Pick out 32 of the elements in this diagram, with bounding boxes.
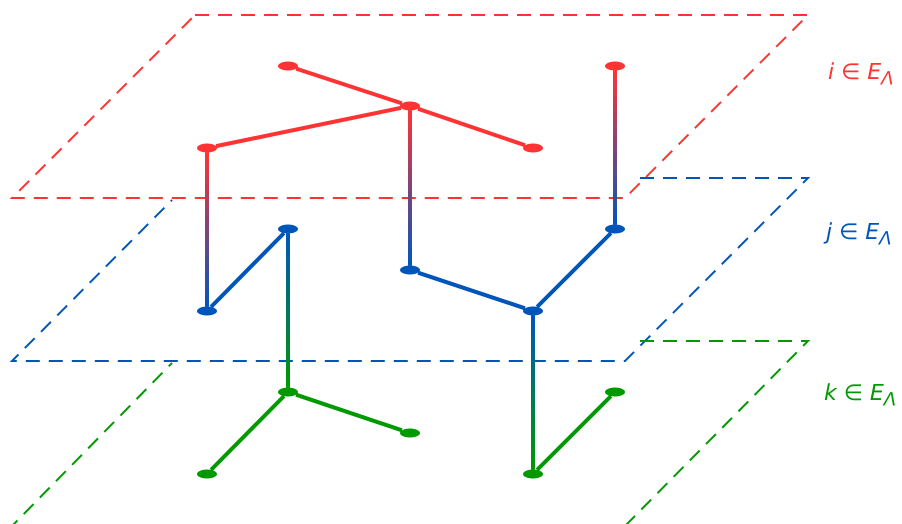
connector-line xyxy=(417,270,526,310)
vertex-dot xyxy=(278,224,298,234)
connector-line xyxy=(205,152,209,306)
connector-line xyxy=(531,316,535,470)
plane-label: i ∈ E$_{Λ}$ xyxy=(828,62,894,89)
plane-label: k ∈ E$_{Λ}$ xyxy=(824,383,896,410)
vertex-dot xyxy=(523,306,543,316)
connector-line xyxy=(417,106,526,148)
vertex-dot xyxy=(523,144,543,152)
connector-line xyxy=(536,232,612,308)
connector-line xyxy=(613,70,617,224)
connector-line xyxy=(295,392,403,432)
vertex-dot xyxy=(523,470,543,478)
connector-line xyxy=(295,66,403,106)
connector-line xyxy=(210,394,286,472)
vertex-dot xyxy=(278,62,298,70)
connector-line xyxy=(286,234,290,388)
vertex-dot xyxy=(197,144,217,152)
vertex-dot xyxy=(197,306,217,316)
vertex-dot xyxy=(400,102,420,110)
vertex-dot xyxy=(400,266,420,274)
connector-line xyxy=(216,106,402,148)
vertex-dot xyxy=(278,388,298,396)
connector-line xyxy=(210,232,286,308)
vertex-dot xyxy=(605,224,625,234)
vertex-dot xyxy=(605,62,625,70)
connector-line xyxy=(536,394,612,472)
vertex-dot xyxy=(400,428,420,438)
plane-label: j ∈ E$_{Λ}$ xyxy=(826,222,892,249)
vertex-dot xyxy=(197,470,217,478)
vertex-dot xyxy=(605,388,625,396)
connector-line xyxy=(408,110,412,266)
